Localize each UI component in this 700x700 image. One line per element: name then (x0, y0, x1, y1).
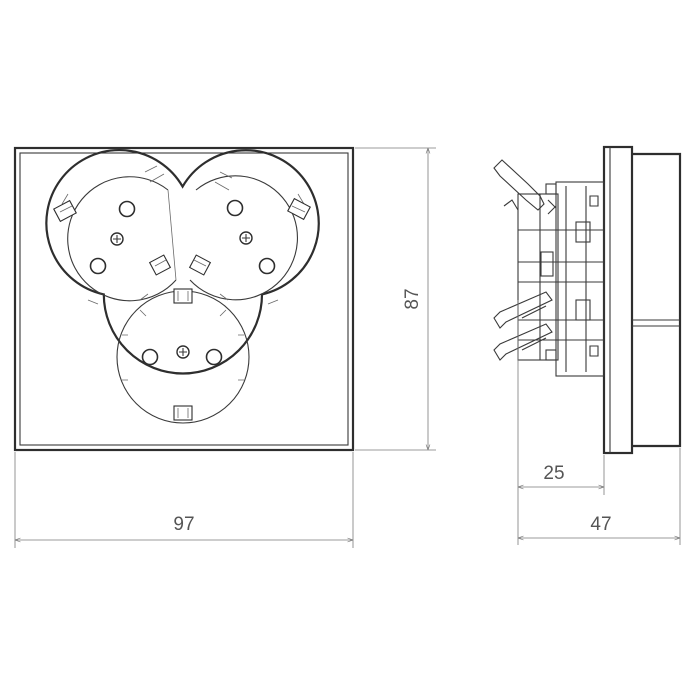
earth-clip-top (173, 288, 193, 304)
spring-clip-top (493, 159, 545, 211)
pin-hole (258, 257, 276, 275)
earth-clip-bottom (173, 405, 193, 421)
earth-clip-right (148, 254, 172, 276)
side-view (493, 145, 682, 455)
earth-clip-left (53, 199, 77, 223)
pin-hole (141, 348, 159, 366)
pin-hole (118, 200, 136, 218)
screw (110, 232, 124, 246)
pin-hole (205, 348, 223, 366)
socket-top-right (188, 171, 311, 305)
earth-clip-right (287, 197, 311, 221)
screw (239, 231, 253, 245)
socket-top-left (53, 165, 177, 305)
total-depth-dimension: 47 (518, 448, 681, 545)
mount-depth-label: 25 (543, 463, 564, 484)
width-label: 97 (173, 514, 194, 535)
spring-clip-bottom (493, 323, 553, 361)
spring-clip-middle (493, 291, 553, 329)
frame-outer (13, 146, 355, 452)
screw (176, 345, 190, 359)
width-dimension: 97 (14, 452, 354, 548)
trefoil-outline (45, 148, 320, 375)
front-view (13, 146, 355, 452)
front-plate (602, 145, 634, 455)
pin-hole (89, 257, 107, 275)
pin-hole (226, 199, 244, 217)
total-depth-label: 47 (590, 514, 611, 535)
height-label: 87 (402, 288, 423, 309)
height-dimension: 87 (355, 147, 436, 451)
earth-clip-left (188, 254, 212, 276)
frame-inner (19, 152, 349, 446)
mounting-body (517, 181, 605, 377)
cover (632, 152, 682, 448)
mount-depth-dimension: 25 (517, 300, 605, 545)
socket-bottom (116, 288, 250, 424)
